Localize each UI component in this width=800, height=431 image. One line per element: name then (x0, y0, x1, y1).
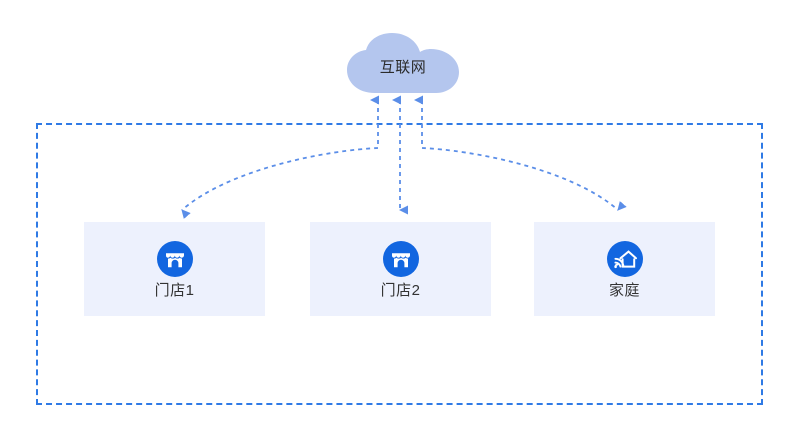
node-store1[interactable]: 门店1 (84, 222, 265, 316)
node-home[interactable]: 家庭 (534, 222, 715, 316)
internet-cloud: 互联网 (344, 32, 462, 94)
cloud-label: 互联网 (379, 58, 427, 76)
storefront-icon (156, 240, 193, 277)
node-home-label: 家庭 (608, 281, 640, 299)
node-store2-label: 门店2 (380, 281, 421, 299)
cloud-icon (347, 33, 459, 93)
node-store2[interactable]: 门店2 (310, 222, 491, 316)
node-store1-label: 门店1 (154, 281, 195, 299)
smart-home-wifi-icon (606, 240, 643, 277)
storefront-icon (382, 240, 419, 277)
